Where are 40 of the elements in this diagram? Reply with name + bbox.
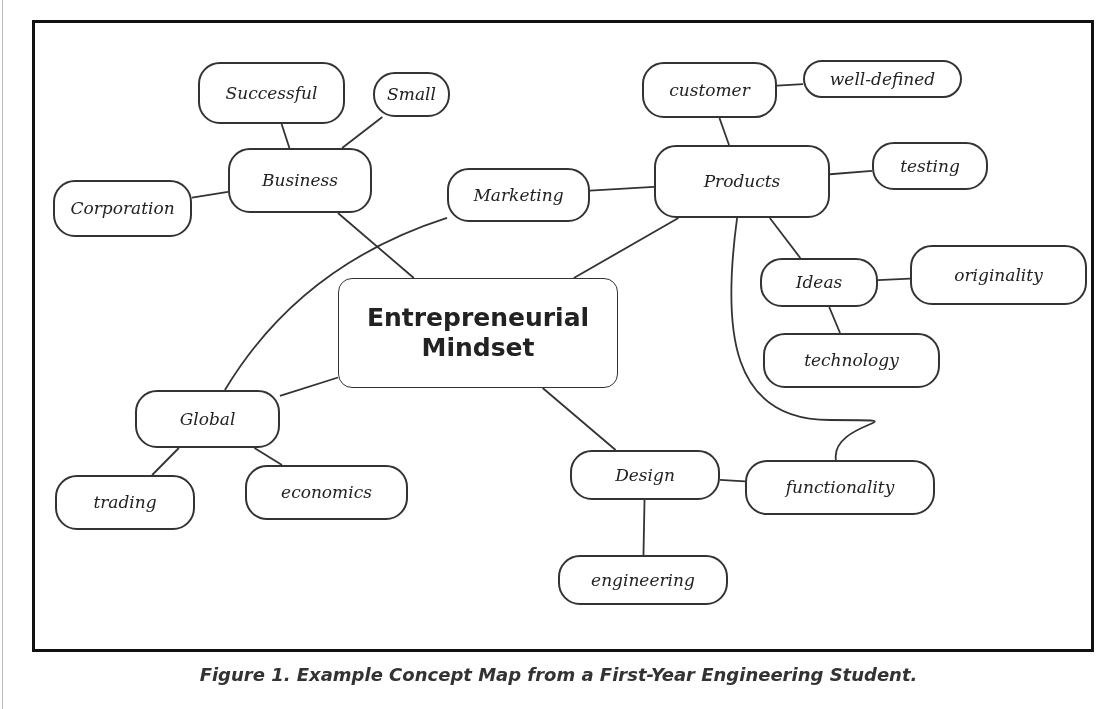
connector-line	[877, 277, 911, 281]
connector-line	[718, 117, 730, 146]
connector-line	[589, 185, 655, 192]
concept-box: functionality	[745, 460, 935, 515]
connector-line	[279, 376, 339, 397]
connector-line	[151, 447, 180, 476]
concept-box: Successful	[198, 62, 345, 124]
concept-box: Marketing	[447, 168, 590, 222]
concept-box: Small	[373, 72, 450, 117]
concept-box: trading	[55, 475, 195, 530]
connector-line	[828, 306, 841, 334]
connector-line	[541, 387, 617, 451]
concept-box: Business	[228, 148, 372, 213]
connector-line	[572, 217, 680, 279]
connector-line	[730, 217, 876, 461]
connector-line	[642, 499, 646, 556]
concept-box: technology	[763, 333, 940, 388]
connector-line	[768, 217, 802, 259]
concept-box: engineering	[558, 555, 728, 605]
connector-line	[224, 217, 448, 391]
connector-line	[253, 447, 283, 466]
connector-line	[337, 212, 415, 279]
concept-box: testing	[872, 142, 988, 190]
connector-line	[776, 83, 804, 87]
figure-caption: Figure 1. Example Concept Map from a First-Year Engineering Student.	[198, 664, 919, 685]
central-concept-box: Entrepreneurial Mindset	[338, 278, 618, 388]
connector-line	[719, 478, 746, 483]
connector-line	[341, 116, 384, 149]
connector-line	[191, 190, 229, 199]
concept-box: customer	[642, 62, 777, 118]
connector-line	[829, 169, 873, 176]
concept-box: Ideas	[760, 258, 878, 307]
connector-line	[280, 123, 291, 149]
concept-box: Global	[135, 390, 280, 448]
concept-box: Corporation	[53, 180, 192, 237]
concept-box: Products	[654, 145, 830, 218]
concept-box: Design	[570, 450, 720, 500]
concept-box: originality	[910, 245, 1087, 305]
concept-box: well-defined	[803, 60, 962, 98]
concept-box: economics	[245, 465, 408, 520]
